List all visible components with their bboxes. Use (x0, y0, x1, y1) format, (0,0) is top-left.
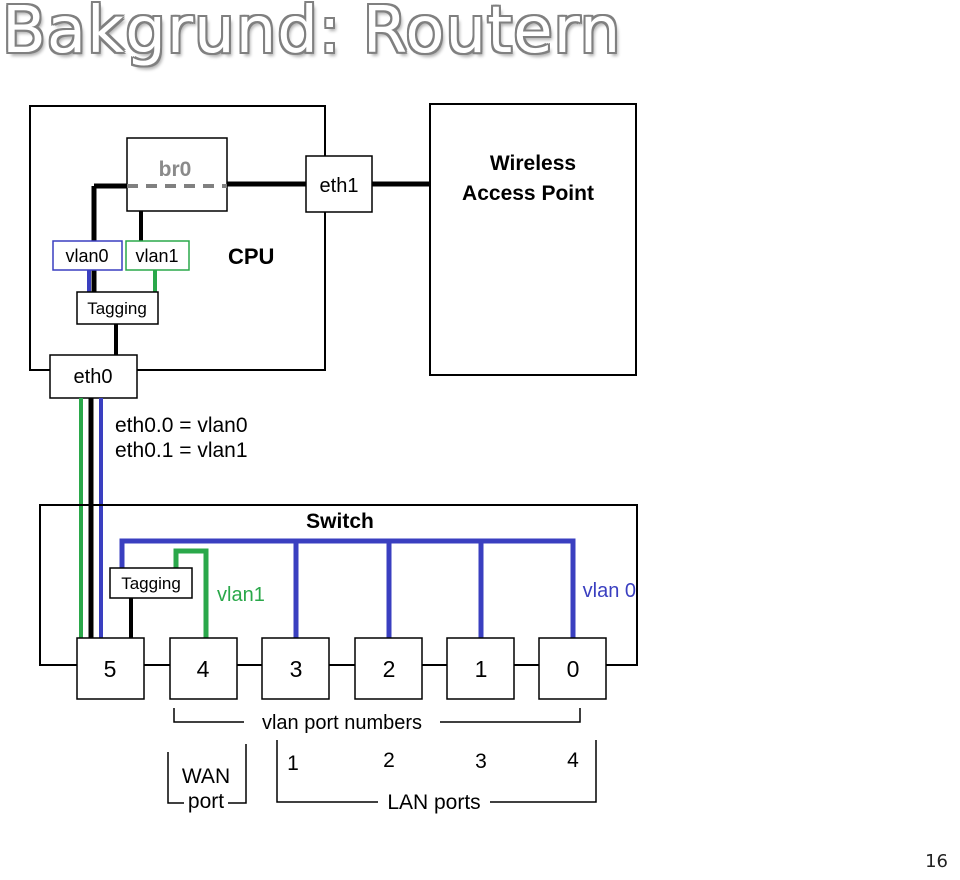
lan-number-4: 4 (567, 749, 579, 772)
vlan0-box (52, 240, 123, 271)
switch-vlan0-bus (119, 538, 576, 638)
port-number: 2 (383, 656, 396, 682)
lan-ports-label: LAN ports (387, 791, 480, 814)
bridge-br0-box (126, 137, 228, 212)
port-number: 3 (290, 656, 303, 682)
eth0-box (49, 354, 138, 399)
switch-vlan0-label: vlan 0 (583, 580, 636, 602)
port-number: 1 (475, 656, 488, 682)
lan-number-3: 3 (475, 750, 487, 773)
switch-vlan1-label: vlan1 (217, 584, 265, 606)
port-1: 1 (446, 637, 515, 700)
cpu-box (29, 105, 326, 371)
wireless-access-point-box (429, 103, 637, 376)
port-2: 2 (354, 637, 423, 700)
lan-number-2: 2 (383, 749, 395, 772)
switch-tagging-label: Tagging (121, 574, 181, 593)
port-number: 0 (567, 656, 580, 682)
page-number: 16 (925, 851, 948, 872)
eth1-box (305, 155, 373, 213)
wap-label-line2: Access Point (462, 182, 594, 205)
vlan0-label: vlan0 (65, 246, 108, 266)
port-5: 5 (76, 637, 145, 700)
vlan-port-numbers-label: vlan port numbers (262, 712, 422, 734)
cpu-label: CPU (228, 244, 274, 269)
switch-box (39, 504, 638, 666)
wan-bracket (167, 744, 247, 804)
cpu-tagging-label: Tagging (87, 299, 147, 318)
vlan-port-numbers-bracket (173, 708, 581, 723)
slide-title: Bakgrund: Routern (2, 0, 622, 68)
wan-label-line1: WAN (182, 765, 230, 788)
port-4: 4 (169, 637, 238, 700)
port-number: 5 (104, 656, 117, 682)
eth0-label: eth0 (74, 366, 113, 388)
switch-label: Switch (306, 510, 374, 533)
port-3: 3 (261, 637, 330, 700)
switch-vlan1-path (173, 548, 209, 638)
vlan1-label: vlan1 (135, 246, 178, 266)
switch-tagging-box (109, 567, 193, 599)
mapping-line2: eth0.1 = vlan1 (115, 439, 248, 462)
lan-number-1: 1 (287, 752, 299, 775)
wan-label-line2: port (188, 790, 224, 813)
port-0: 0 (538, 637, 607, 700)
cpu-tagging-box (76, 291, 159, 325)
wap-label-line1: Wireless (490, 152, 576, 175)
vlan1-box (125, 240, 190, 271)
port-number: 4 (197, 656, 210, 682)
mapping-line1: eth0.0 = vlan0 (115, 414, 248, 437)
eth1-label: eth1 (320, 175, 359, 197)
lan-bracket (276, 740, 597, 803)
bridge-label: br0 (159, 158, 192, 181)
